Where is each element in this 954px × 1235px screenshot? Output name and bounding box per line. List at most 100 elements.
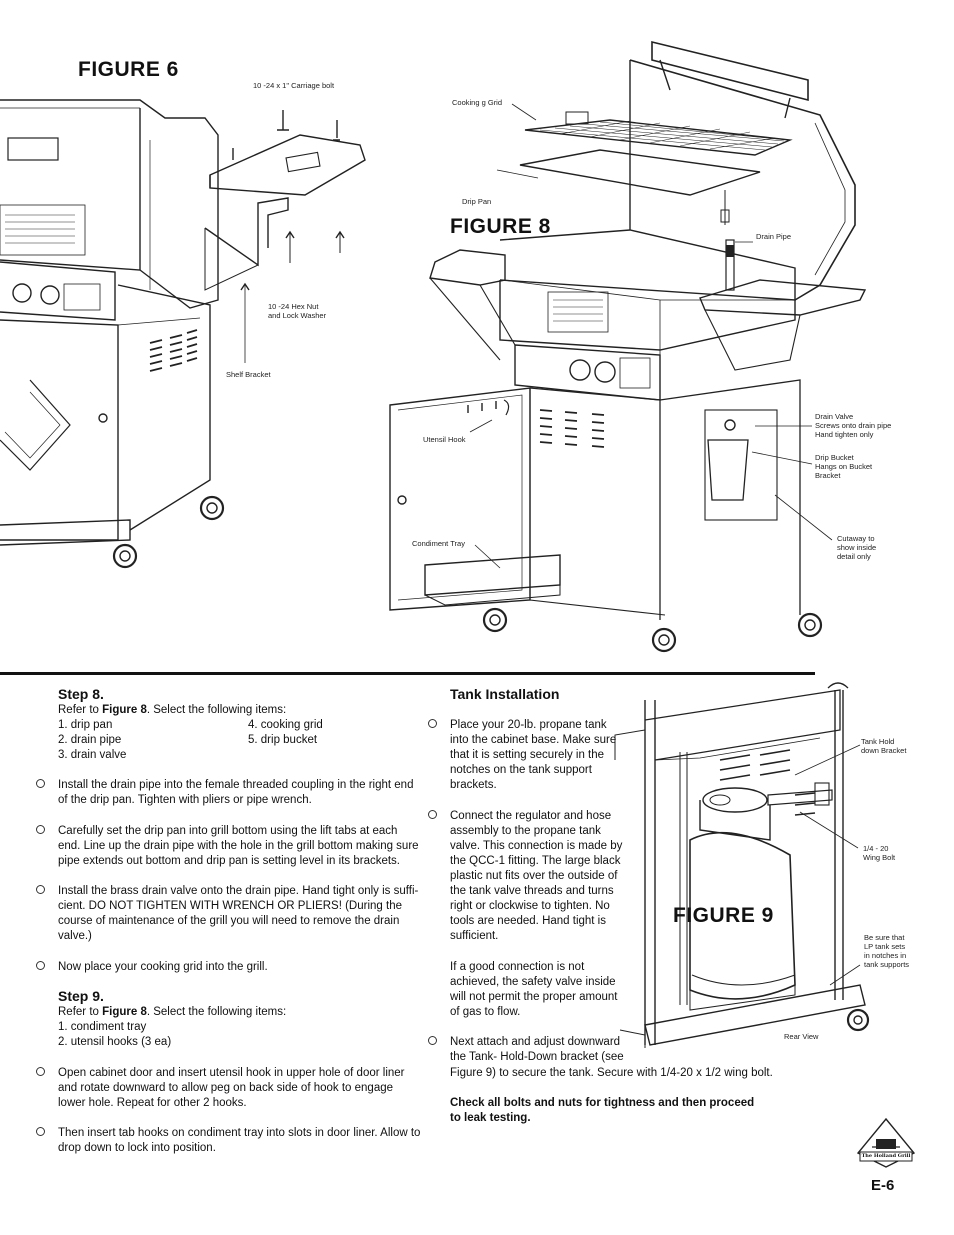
cooking-grid-label: Cooking g Grid — [452, 98, 503, 107]
cutaway-label-2: show inside — [837, 543, 877, 552]
figure-8-drawing — [389, 40, 867, 653]
line: the tank valve threads and turns — [450, 885, 614, 897]
step-8-item-3: 3. drain valve — [58, 749, 127, 761]
line: tools are needed. Hand tight is — [450, 915, 606, 927]
drain-valve-label-2: Screws onto drain pipe — [815, 421, 892, 430]
bullet-icon — [36, 1067, 45, 1076]
line: will not permit the proper amount — [450, 991, 618, 1003]
line: and rotate downward to allow peg on back… — [58, 1082, 394, 1094]
drain-valve-label-1: Drain Valve — [815, 412, 854, 421]
line: the Tank- Hold-Down bracket (see — [450, 1051, 624, 1063]
tank-hold-label-1: Tank Hold — [861, 737, 895, 746]
cutaway-label-1: Cutaway to — [837, 534, 875, 543]
be-sure-label-2: LP tank sets — [864, 942, 906, 951]
utensil-hook-label: Utensil Hook — [423, 435, 466, 444]
step-9-heading: Step 9. — [58, 988, 104, 1004]
drain-valve-label-3: Hand tighten only — [815, 430, 874, 439]
line: end. Line up the drain pipe with the hol… — [58, 840, 419, 852]
line: Check all bolts and nuts for tightness a… — [450, 1097, 755, 1109]
step-9-item-1: 1. condiment tray — [58, 1021, 147, 1033]
step-8-intro-post: . Select the following items: — [146, 704, 287, 716]
hex-nut-label-line1: 10 -24 Hex Nut — [268, 302, 319, 311]
section-divider — [0, 672, 815, 675]
line: Carefully set the drip pan into grill bo… — [58, 825, 398, 837]
step-8-item-5: 5. drip bucket — [248, 734, 318, 746]
figure-6-drawing — [0, 99, 366, 569]
wing-bolt-label-1: 1/4 - 20 — [863, 844, 889, 853]
line: valve.) — [58, 930, 92, 942]
bullet-icon — [36, 779, 45, 788]
logo-text: The Holland Grill — [861, 1153, 911, 1159]
figure-8-title: FIGURE 8 — [450, 215, 551, 238]
line: If a good connection is not — [450, 961, 585, 973]
step-8-intro-pre: Refer to — [58, 704, 103, 716]
bullet-icon — [36, 825, 45, 834]
line: pipe extends out bottom and drip pan is … — [58, 855, 401, 867]
step-9-intro: Refer to Figure 8. Select the following … — [58, 1005, 286, 1020]
step-9-figure-ref: Figure 8 — [102, 1006, 147, 1018]
line: that it is setting securely in the — [450, 749, 605, 761]
drip-bucket-label-1: Drip Bucket — [815, 453, 854, 462]
line: Install the brass drain valve onto the d… — [58, 885, 419, 897]
tank-bullet-3-continuation: Figure 9) to secure the tank. Secure wit… — [450, 1067, 773, 1079]
tank-paragraph: If a good connection is not achieved, th… — [450, 960, 617, 1020]
line: Open cabinet door and insert utensil hoo… — [58, 1067, 405, 1079]
drip-bucket-label-2: Hangs on Bucket — [815, 462, 873, 471]
figure-9-title: FIGURE 9 — [673, 904, 774, 927]
line: course of maintenance of the grill you w… — [58, 915, 400, 927]
step-9-item-2: 2. utensil hooks (3 ea) — [58, 1036, 172, 1048]
line: valve. This connection is made by — [450, 840, 623, 852]
step-8-item-2: 2. drain pipe — [58, 734, 122, 746]
line: Now place your cooking grid into the gri… — [58, 961, 268, 973]
drip-pan-label: Drip Pan — [462, 197, 492, 206]
line: Place your 20-lb. propane tank — [450, 719, 607, 731]
bullet-icon — [36, 885, 45, 894]
page-number: E-6 — [871, 1177, 895, 1194]
line: sufficient. — [450, 930, 499, 942]
line: assembly to the propane tank — [450, 825, 601, 837]
bullet-icon — [428, 719, 437, 728]
line: Then insert tab hooks on condiment tray … — [58, 1127, 421, 1139]
step-8-item-4: 4. cooking grid — [248, 719, 323, 731]
be-sure-label-4: tank supports — [864, 960, 910, 969]
step-8-item-1: 1. drip pan — [58, 719, 113, 731]
holland-grill-logo — [856, 1117, 916, 1168]
carriage-bolt-label: 10 -24 x 1" Carriage bolt — [253, 81, 335, 90]
be-sure-label-3: in notches in — [864, 951, 907, 960]
tank-closing-note: Check all bolts and nuts for tightness a… — [450, 1096, 754, 1126]
tank-installation-heading: Tank Installation — [450, 686, 560, 702]
step-9-intro-pre: Refer to — [58, 1006, 103, 1018]
wing-bolt-label-2: Wing Bolt — [863, 853, 896, 862]
bullet-icon — [428, 810, 437, 819]
rear-view-label: Rear View — [784, 1032, 819, 1041]
cutaway-label-3: detail only — [837, 552, 871, 561]
drip-bucket-label-3: Bracket — [815, 471, 841, 480]
bullet-icon — [428, 1036, 437, 1045]
condiment-tray-label: Condiment Tray — [412, 539, 465, 548]
line: of gas to flow. — [450, 1006, 521, 1018]
line: to leak testing. — [450, 1112, 531, 1124]
drain-pipe-label: Drain Pipe — [756, 232, 792, 241]
line: drop down to lock into position. — [58, 1142, 216, 1154]
be-sure-label-1: Be sure that — [864, 933, 905, 942]
line: cient. DO NOT TIGHTEN WITH WRENCH OR PLI… — [58, 900, 402, 912]
line: achieved, the safety valve inside — [450, 976, 616, 988]
line: the QCC-1 fitting. The large black — [450, 855, 621, 867]
step-8-intro: Refer to Figure 8. Select the following … — [58, 703, 286, 718]
line: notches on the tank support — [450, 764, 592, 776]
line: plastic nut fits over the outside of — [450, 870, 618, 882]
line: brackets. — [450, 779, 497, 791]
line: of the drip pan. Tighten with pliers or … — [58, 794, 312, 806]
line: lower hole. Repeat for other 2 hooks. — [58, 1097, 247, 1109]
figure-6-title: FIGURE 6 — [78, 58, 179, 81]
line: Next attach and adjust downward — [450, 1036, 621, 1048]
step-8-heading: Step 8. — [58, 686, 104, 702]
shelf-bracket-label: Shelf Bracket — [226, 370, 271, 379]
line: right or clockwise to tighten. No — [450, 900, 610, 912]
tank-hold-label-2: down Bracket — [861, 746, 907, 755]
bullet-icon — [36, 1127, 45, 1136]
bullet-icon — [36, 961, 45, 970]
line: Connect the regulator and hose — [450, 810, 612, 822]
step-9-intro-post: . Select the following items: — [146, 1006, 287, 1018]
